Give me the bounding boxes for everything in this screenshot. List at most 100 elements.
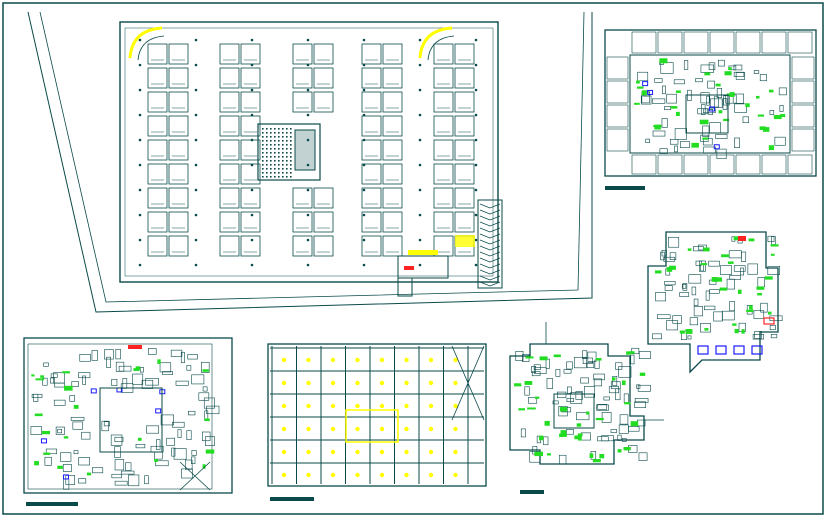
plan-a-green-fixture — [676, 111, 680, 116]
ceiling-grid — [270, 345, 485, 487]
light-fixture — [281, 357, 287, 363]
plan-c-room-line — [638, 351, 651, 359]
structural-column — [250, 88, 254, 92]
plan-c-green-fixture — [514, 383, 522, 387]
plan-b-green-fixture — [749, 305, 753, 310]
plan-c-room-line — [582, 350, 588, 359]
core-hatch — [286, 172, 288, 174]
ground-plan-room-line — [114, 480, 128, 486]
parking-stall — [292, 187, 313, 209]
core-hatch — [282, 140, 284, 142]
plan-b-room-line — [663, 256, 676, 262]
parking-stall — [382, 139, 403, 161]
ground-plan-green-fixture — [133, 368, 140, 371]
light-fixture — [428, 426, 434, 432]
plan-c-room-line — [555, 369, 561, 377]
light-fixture — [404, 472, 409, 478]
plan-a-interior — [634, 58, 787, 160]
structural-column — [418, 38, 422, 42]
ground-plan-green-fixture — [205, 449, 215, 454]
parking-stall — [313, 187, 334, 209]
parking-stall — [240, 67, 261, 89]
structural-column — [250, 63, 254, 67]
plan-a-blue-furniture — [642, 81, 649, 87]
light-fixture — [330, 403, 336, 409]
plan-b-interior — [652, 235, 783, 355]
ground-plan-room-line — [114, 459, 125, 471]
plan-c-green-fixture — [544, 420, 550, 426]
core-hatch — [266, 144, 268, 146]
light-fixture — [428, 472, 434, 478]
core-hatch — [282, 176, 284, 178]
plan-b-room-line — [700, 323, 711, 333]
ground-plan-room-line — [121, 470, 135, 475]
core-hatch — [262, 144, 264, 146]
core-hatch — [274, 128, 276, 130]
parking-stall — [147, 139, 168, 161]
perimeter-room — [735, 31, 761, 54]
plan-c-room-line — [597, 436, 609, 442]
ramp-chevron — [479, 239, 501, 245]
plan-a-room-line — [703, 146, 716, 154]
core-hatch — [266, 168, 268, 170]
parking-stall — [292, 43, 313, 65]
plan-a-green-fixture — [704, 72, 711, 76]
plan-b-room-line — [691, 286, 697, 296]
parking-stall — [240, 91, 261, 113]
plan-b-red-mark — [763, 317, 775, 325]
plan-c-green-fixture — [538, 435, 544, 441]
structural-column — [306, 263, 310, 267]
parking-stall — [454, 43, 475, 65]
parking-stall — [168, 163, 189, 185]
plan-c-room-line — [587, 351, 597, 362]
plan-b-room-line — [752, 334, 765, 340]
parking-stall — [240, 187, 261, 209]
structural-column — [194, 138, 198, 142]
plan-b-green-fixture — [756, 286, 765, 290]
light-fixture — [330, 472, 336, 478]
perimeter-room — [791, 128, 815, 152]
parking-stall — [147, 235, 168, 257]
light-fixture — [453, 403, 458, 409]
parking-stall — [382, 163, 403, 185]
light-fixture — [281, 449, 287, 455]
plan-b-room-line — [767, 235, 775, 243]
plan-c-room-line — [610, 381, 621, 389]
parking-stall — [168, 43, 189, 65]
ground-plan-green-fixture — [62, 371, 70, 374]
plan-b-room-line — [664, 281, 676, 286]
light-fixture — [453, 357, 458, 363]
structural-column — [194, 238, 198, 242]
ground-plan-room-line — [73, 450, 79, 455]
core-hatch — [286, 132, 288, 134]
site-boundary-inner — [39, 11, 585, 303]
plan-b-green-fixture — [687, 248, 692, 251]
parking-stall — [382, 115, 403, 137]
light-fixture — [306, 403, 311, 409]
structural-column — [138, 88, 142, 92]
ceiling-plan-title-bar — [270, 497, 314, 501]
plan-a-room-line — [778, 87, 787, 96]
plan-a-room-line — [733, 64, 743, 71]
plan-a-room-line — [674, 145, 678, 153]
ground-plan-room-line — [205, 436, 215, 446]
plan-a-green-fixture — [773, 114, 782, 120]
parking-stall — [454, 91, 475, 113]
ground-plan-room-line — [79, 354, 91, 362]
ground-plan-room-line — [50, 377, 55, 384]
ground-plan-room-line — [71, 381, 79, 387]
ceiling-plan-outer — [267, 343, 487, 487]
plan-c-room-line — [622, 438, 627, 442]
plan-b-blue-furniture — [751, 345, 763, 355]
light-fixture — [281, 472, 287, 478]
plan-b-blue-furniture — [733, 345, 745, 355]
ground-plan-room-line — [69, 395, 75, 402]
structural-column — [362, 138, 366, 142]
parking-stall — [240, 43, 261, 65]
plan-c-room-line — [593, 378, 602, 387]
core-hatch — [278, 176, 280, 178]
light-fixture — [306, 380, 311, 386]
plan-b-green-fixture — [746, 309, 754, 313]
ground-plan-room-line — [111, 473, 122, 479]
light-fixture — [355, 472, 360, 478]
